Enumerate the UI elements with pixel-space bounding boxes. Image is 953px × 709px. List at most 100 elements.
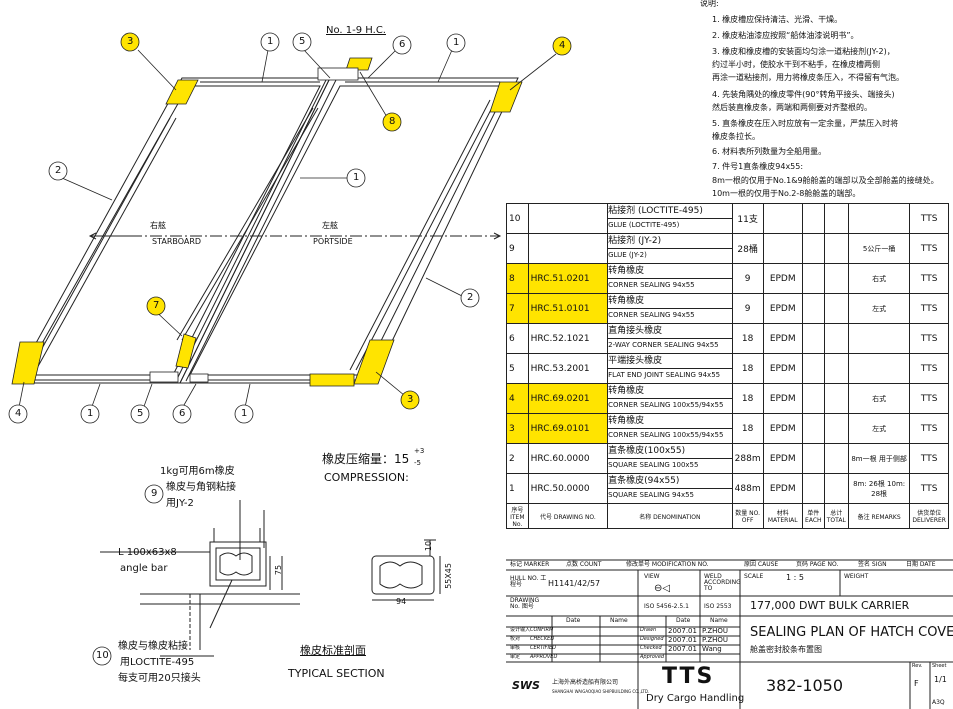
- bom-name-cn: 直条橡皮(94x55): [608, 476, 680, 486]
- sign-date: 2007.01: [668, 627, 697, 635]
- bom-material: EPDM: [762, 323, 803, 354]
- bom-remarks: 5公斤一桶: [847, 233, 911, 264]
- sign-role: Approved: [640, 654, 665, 660]
- bom-name-cn: 转角橡皮: [608, 296, 645, 306]
- ship-type: 177,000 DWT BULK CARRIER: [750, 599, 910, 612]
- bom-header-total: 总计 TOTAL: [823, 503, 849, 529]
- callout-6: 6: [399, 39, 406, 50]
- bom-quantity: 18: [731, 323, 764, 354]
- note-item: 7. 件号1直条橡皮94x55:: [712, 162, 804, 171]
- callout-1: 1: [241, 408, 248, 419]
- rev-col-page: 页码 PAGE NO.: [796, 561, 839, 568]
- bom-material: EPDM: [762, 473, 803, 504]
- sign-role-cn: 审核: [510, 645, 521, 651]
- hull-no-label: HULL NO. 工程号: [510, 575, 547, 588]
- bom-remarks: 8m: 26根 10m: 28根: [847, 473, 911, 504]
- note-item: 约过半小时，使胶水干到不粘手，在橡皮槽两侧: [712, 60, 880, 69]
- paper-format: A3Q: [932, 699, 945, 706]
- dim-94: 94: [396, 597, 407, 606]
- compression-tolerance-plus: +3: [414, 447, 425, 455]
- note-item: 3. 橡皮和橡皮槽的安装面均匀涂一道粘接剂(JY-2)，: [712, 47, 895, 56]
- bom-drawing-no: HRC.69.0201: [527, 383, 609, 414]
- bom-name-en: CORNER SEALING 100x55/94x55: [608, 398, 732, 412]
- bom-name-en: GLUE (LOCTITE-495): [608, 218, 732, 232]
- note-9-line-2: 橡皮与角钢粘接: [166, 482, 236, 493]
- bom-weight-total: [823, 233, 849, 264]
- note-item: 然后装直橡皮条，两端和两侧要对齐整根的。: [712, 103, 872, 112]
- drawing-number: 382-1050: [766, 676, 844, 695]
- sheet-label: Sheet: [932, 663, 947, 669]
- sign-role-en: CONFIRM: [530, 627, 554, 633]
- bom-material: EPDM: [762, 263, 803, 294]
- callout-10: 10: [96, 650, 109, 661]
- tts-subtitle: Dry Cargo Handling: [646, 693, 745, 704]
- sign-role: Designed: [640, 636, 664, 642]
- bom-name-cn: 直条橡皮(100x55): [608, 446, 686, 456]
- starboard-label-cn: 右舷: [150, 221, 166, 230]
- sign-name-header: Name: [710, 617, 728, 624]
- bom-denomination: 转角橡皮 CORNER SEALING 94x55: [607, 293, 733, 324]
- bom-deliverer: TTS: [909, 443, 949, 474]
- note-item: 10m一根的仅用于No.2-8舱舱盖的端部。: [712, 189, 861, 198]
- callout-6: 6: [179, 408, 186, 419]
- compression-label-en: COMPRESSION:: [324, 471, 409, 484]
- bom-quantity: 18: [731, 413, 764, 444]
- bom-header-row: 序号 ITEM No.代号 DRAWING NO.名称 DENOMINATION…: [506, 503, 949, 529]
- compression-label-cn: 橡皮压缩量：15: [322, 452, 410, 466]
- bom-item-no: 7: [506, 293, 529, 324]
- callout-1: 1: [267, 36, 274, 47]
- rev-col-cause: 原因 CAUSE: [744, 561, 779, 568]
- bom-name-en: CORNER SEALING 100x55/94x55: [608, 428, 732, 442]
- bom-header-qty: 数量 NO. OFF: [731, 503, 764, 529]
- bom-name-en: SQUARE SEALING 100x55: [608, 458, 732, 472]
- angle-bar-label: angle bar: [120, 563, 168, 574]
- note-item: 1. 橡皮槽应保持清洁、光滑、干燥。: [712, 15, 843, 24]
- rev-value: F: [914, 679, 919, 688]
- bom-quantity: 488m: [731, 473, 764, 504]
- bom-name-en: GLUE (JY-2): [608, 248, 732, 262]
- note-item: 2. 橡皮粘油漆应按照“船体油漆说明书”。: [712, 31, 859, 40]
- callout-9: 9: [151, 488, 158, 499]
- bom-remarks: 右式: [847, 263, 911, 294]
- sign-role-en: APPROVED: [530, 654, 558, 660]
- bom-name-en: CORNER SEALING 94x55: [608, 308, 732, 322]
- sws-name-cn: 上海外高桥造船有限公司: [552, 679, 619, 686]
- bom-denomination: 粘接剂 (JY-2)GLUE (JY-2): [607, 233, 733, 264]
- sws-logo: SWS: [512, 679, 540, 692]
- bom-name-en: CORNER SEALING 94x55: [608, 278, 732, 292]
- note-9-line-1: 1kg可用6m橡皮: [160, 466, 235, 477]
- weld-standard: ISO 2553: [704, 603, 732, 610]
- bom-name-en: 2-WAY CORNER SEALING 94x55: [608, 338, 732, 352]
- bom-header-material: 材料 MATERIAL: [762, 503, 803, 529]
- bom-name-cn: 转角橡皮: [608, 416, 645, 426]
- view-standard: ISO 5456-2.5.1: [644, 603, 689, 610]
- compression-tolerance-minus: -5: [414, 459, 421, 467]
- bom-weight-total: [823, 203, 849, 234]
- bom-remarks: 左式: [847, 413, 911, 444]
- scale-value: 1 : 5: [786, 573, 804, 582]
- rev-col-date: 日期 DATE: [906, 561, 936, 568]
- projection-icon: ⊖◁: [654, 583, 671, 594]
- section-title-en: TYPICAL SECTION: [288, 667, 385, 680]
- note-item: 6. 材料表所列数量为全船用量。: [712, 147, 827, 156]
- bom-weight-total: [823, 473, 849, 504]
- sign-name-header: Name: [610, 617, 628, 624]
- callout-2: 2: [467, 292, 474, 303]
- sheet-value: 1/1: [934, 675, 947, 684]
- sign-role-cn: 设计输入: [510, 627, 531, 633]
- bom-denomination: 粘接剂 (LOCTITE-495)GLUE (LOCTITE-495): [607, 203, 733, 234]
- hatch-cover-title: No. 1-9 H.C.: [326, 25, 386, 36]
- sign-role: Checked: [640, 645, 662, 651]
- bom-name-cn: 转角橡皮: [608, 386, 645, 396]
- sign-date-header: Date: [566, 617, 581, 624]
- callout-2: 2: [55, 165, 62, 176]
- sign-name: P.ZHOU: [702, 627, 729, 635]
- bom-header-denomination: 名称 DENOMINATION: [607, 503, 733, 529]
